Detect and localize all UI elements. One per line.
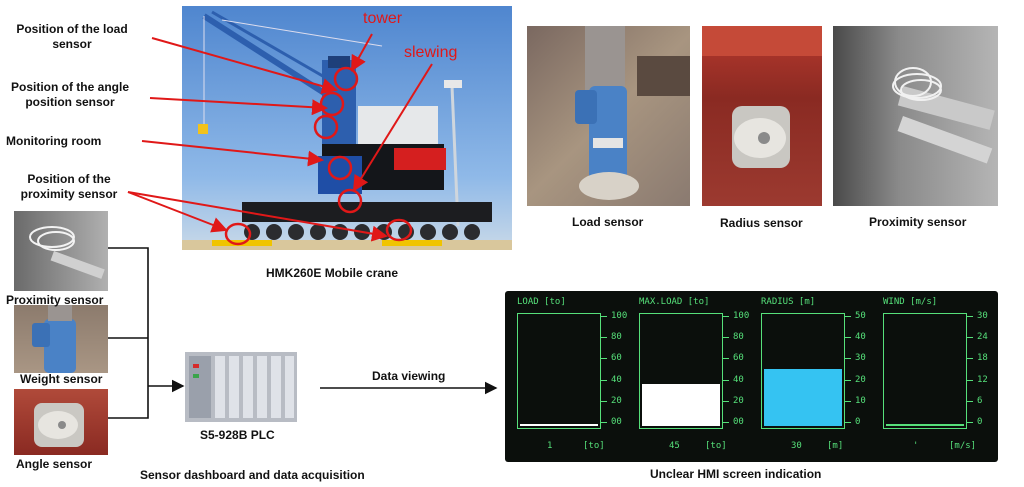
hmi-readout-unit: [to] [705, 441, 727, 451]
hmi-gauge-box [761, 313, 845, 429]
label-slewing: slewing [404, 44, 458, 61]
label-load-sensor-position: Position of the load sensor [16, 22, 128, 51]
label-plc: S5-928B PLC [200, 428, 275, 442]
hmi-tick-label: 100 [611, 311, 628, 321]
hmi-tick-mark [967, 422, 973, 423]
label-tower: tower [363, 10, 403, 27]
hmi-gauge-fill [642, 384, 720, 426]
hmi-tick-mark [845, 337, 851, 339]
label-load-sensor: Load sensor [572, 215, 644, 229]
hmi-tick-label: 6 [977, 395, 983, 406]
hmi-tick-mark [723, 400, 729, 402]
hmi-tick-label: 30 [977, 311, 988, 321]
hmi-readout: 1 [547, 441, 553, 451]
hmi-gauge-box [883, 313, 967, 429]
label-angle-sensor: Angle sensor [16, 457, 93, 471]
hmi-tick-mark [723, 337, 729, 339]
hmi-gauge-fill [764, 369, 842, 426]
label-radius-sensor: Radius sensor [720, 216, 803, 230]
label-monitoring-room: Monitoring room [6, 134, 102, 148]
radius-sensor-photo [702, 26, 822, 206]
hmi-readout-unit: [m/s] [949, 441, 977, 451]
hmi-tick-label: 0 [977, 417, 983, 427]
hmi-tick-label: 18 [977, 353, 988, 364]
hmi-tick-label: 30 [855, 353, 866, 364]
hmi-tick-mark [967, 337, 973, 339]
hmi-tick-label: 100 [733, 311, 750, 321]
hmi-tick-label: 20 [855, 374, 866, 385]
crane-photo [182, 6, 512, 250]
hmi-panel-title: LOAD [to] [517, 297, 566, 307]
hmi-readout-unit: [m] [827, 441, 844, 451]
hmi-tick-label: 20 [611, 395, 622, 406]
crane-caption: HMK260E Mobile crane [266, 266, 399, 280]
hmi-tick-mark [601, 316, 607, 317]
hmi-caption: Unclear HMI screen indication [650, 467, 822, 481]
label-data-viewing: Data viewing [372, 369, 446, 383]
hmi-tick-mark [601, 400, 607, 402]
hmi-tick-label: 40 [611, 374, 622, 385]
hmi-gauge-box [639, 313, 723, 429]
hmi-gauge-fill [886, 424, 964, 426]
hmi-tick-label: 00 [733, 417, 744, 427]
hmi-tick-label: 80 [611, 332, 622, 343]
hmi-gauge-fill [520, 424, 598, 426]
hmi-tick-label: 40 [733, 374, 744, 385]
hmi-readout: ' [913, 441, 919, 451]
hmi-tick-mark [601, 337, 607, 339]
hmi-readout-unit: [to] [583, 441, 605, 451]
hmi-tick-mark [845, 316, 851, 317]
hmi-tick-mark [601, 422, 607, 423]
hmi-panel-title: RADIUS [m] [761, 297, 816, 307]
weight-sensor-photo [14, 305, 108, 373]
hmi-tick-mark [845, 400, 851, 402]
label-proximity-sensor: Proximity sensor [869, 215, 967, 229]
hmi-tick-label: 60 [733, 353, 744, 364]
label-proximity-sensor-small: Proximity sensor [6, 293, 104, 307]
hmi-tick-mark [967, 400, 973, 402]
plc-photo [185, 352, 297, 422]
hmi-gauge-box [517, 313, 601, 429]
hmi-tick-mark [601, 379, 607, 381]
hmi-tick-label: 12 [977, 374, 988, 385]
proximity-sensor-photo [833, 26, 998, 206]
hmi-tick-label: 50 [855, 311, 866, 321]
hmi-readout: 45 [669, 441, 680, 451]
hmi-tick-mark [723, 358, 729, 360]
crane-illustration [182, 10, 512, 250]
load-sensor-photo [527, 26, 690, 206]
hmi-tick-label: 0 [855, 417, 861, 427]
label-proximity-sensor-position: Position of the proximity sensor [20, 172, 118, 201]
hmi-tick-mark [967, 358, 973, 360]
dashboard-caption: Sensor dashboard and data acquisition [140, 468, 365, 482]
hmi-panel-title: MAX.LOAD [to] [639, 297, 710, 307]
hmi-readout: 30 [791, 441, 802, 451]
hmi-tick-label: 20 [733, 395, 744, 406]
hmi-tick-label: 40 [855, 332, 866, 343]
hmi-tick-label: 10 [855, 395, 866, 406]
hmi-tick-mark [845, 379, 851, 381]
hmi-tick-label: 24 [977, 332, 988, 343]
hmi-panel-title: WIND [m/s] [883, 297, 938, 307]
hmi-tick-mark [845, 422, 851, 423]
hmi-tick-mark [967, 316, 973, 317]
label-weight-sensor: Weight sensor [20, 372, 103, 386]
hmi-tick-mark [723, 422, 729, 423]
hmi-tick-mark [601, 358, 607, 360]
hmi-tick-mark [845, 358, 851, 360]
proximity-sensor-small-photo [14, 211, 108, 291]
label-angle-sensor-position: Position of the angle position sensor [10, 80, 129, 109]
hmi-tick-label: 60 [611, 353, 622, 364]
hmi-tick-label: 00 [611, 417, 622, 427]
hmi-tick-mark [723, 316, 729, 317]
angle-sensor-photo [14, 389, 108, 455]
hmi-tick-label: 80 [733, 332, 744, 343]
hmi-tick-mark [967, 379, 973, 381]
hmi-tick-mark [723, 379, 729, 381]
